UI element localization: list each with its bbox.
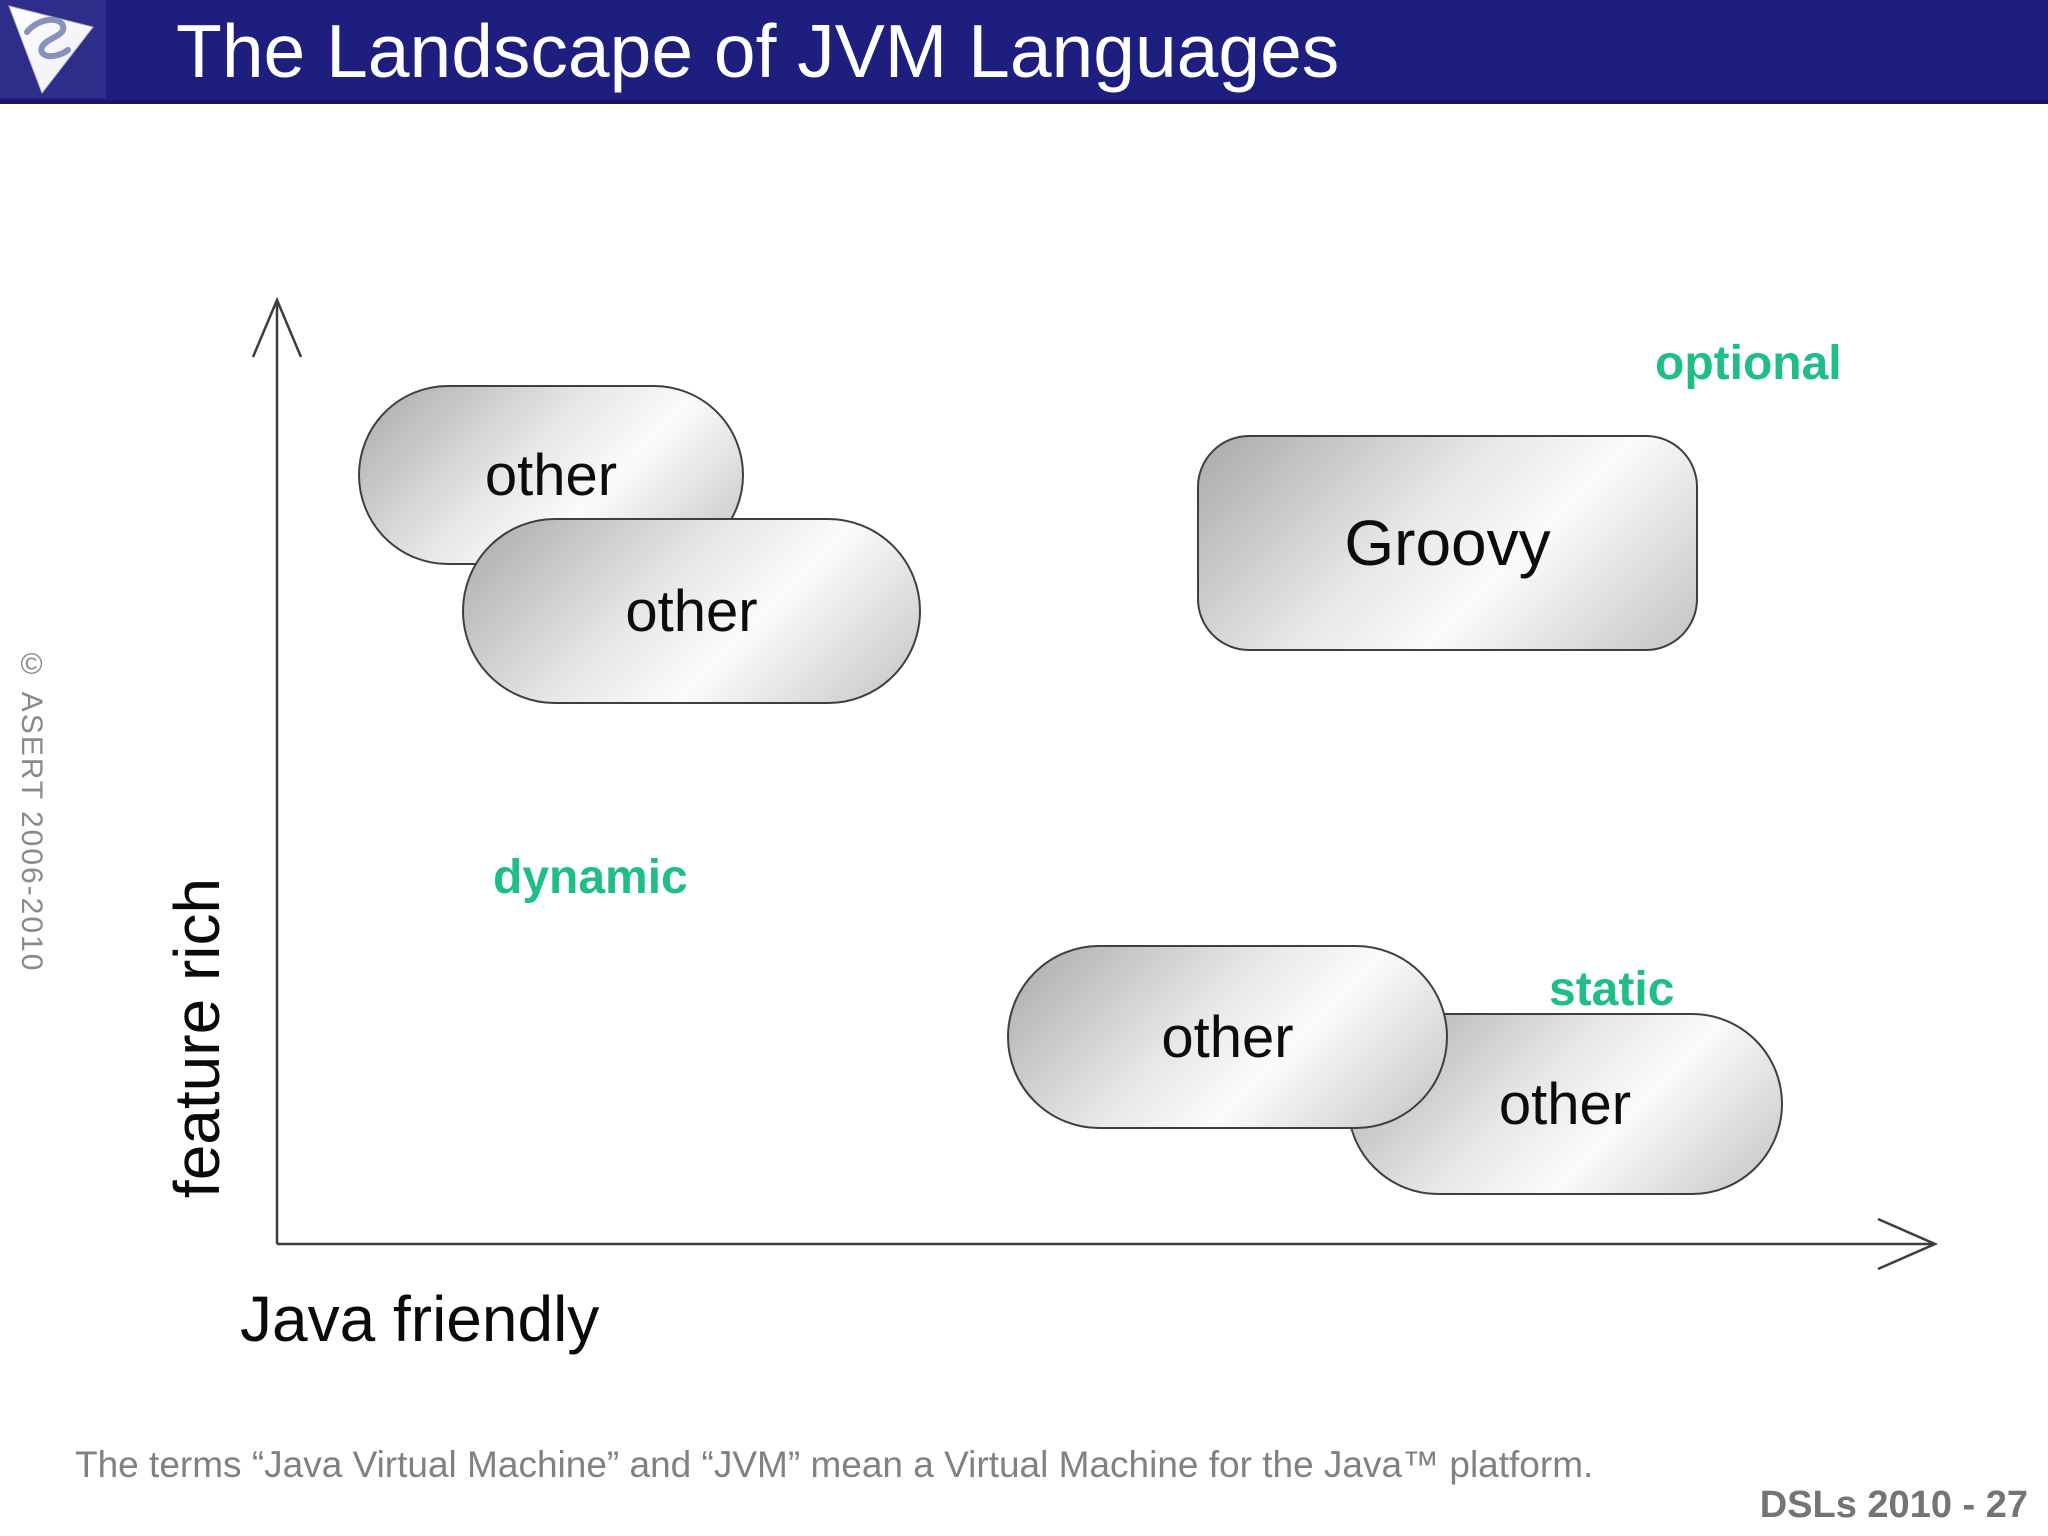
title-bar: The Landscape of JVM Languages <box>0 0 2048 104</box>
copyright-watermark: © ASERT 2006-2010 <box>15 648 48 973</box>
asert-logo-icon <box>0 0 106 98</box>
asert-logo-triangle-icon <box>8 5 94 95</box>
node-other-bottom-right-1: other <box>1007 945 1448 1129</box>
zone-label-static: static <box>1549 963 1675 1016</box>
node-other-top-left-2: other <box>462 518 921 704</box>
x-axis-arrowhead-icon <box>1877 1217 1939 1271</box>
footnote: The terms “Java Virtual Machine” and “JV… <box>75 1444 1594 1485</box>
y-axis-label: feature rich <box>161 877 233 1199</box>
node-label: other <box>484 442 618 508</box>
node-label: other <box>1161 1004 1294 1070</box>
page-title: The Landscape of JVM Languages <box>176 9 1340 93</box>
node-label: other <box>625 578 758 644</box>
y-axis-arrowhead-icon <box>251 296 303 358</box>
zone-label-dynamic: dynamic <box>493 851 688 904</box>
zone-label-optional: optional <box>1655 337 1842 390</box>
page-number: DSLs 2010 - 27 <box>1759 1484 2028 1526</box>
node-label: Groovy <box>1344 507 1551 579</box>
node-groovy: Groovy <box>1197 435 1698 651</box>
x-axis-label: Java friendly <box>240 1283 600 1355</box>
node-label: other <box>1498 1071 1632 1137</box>
